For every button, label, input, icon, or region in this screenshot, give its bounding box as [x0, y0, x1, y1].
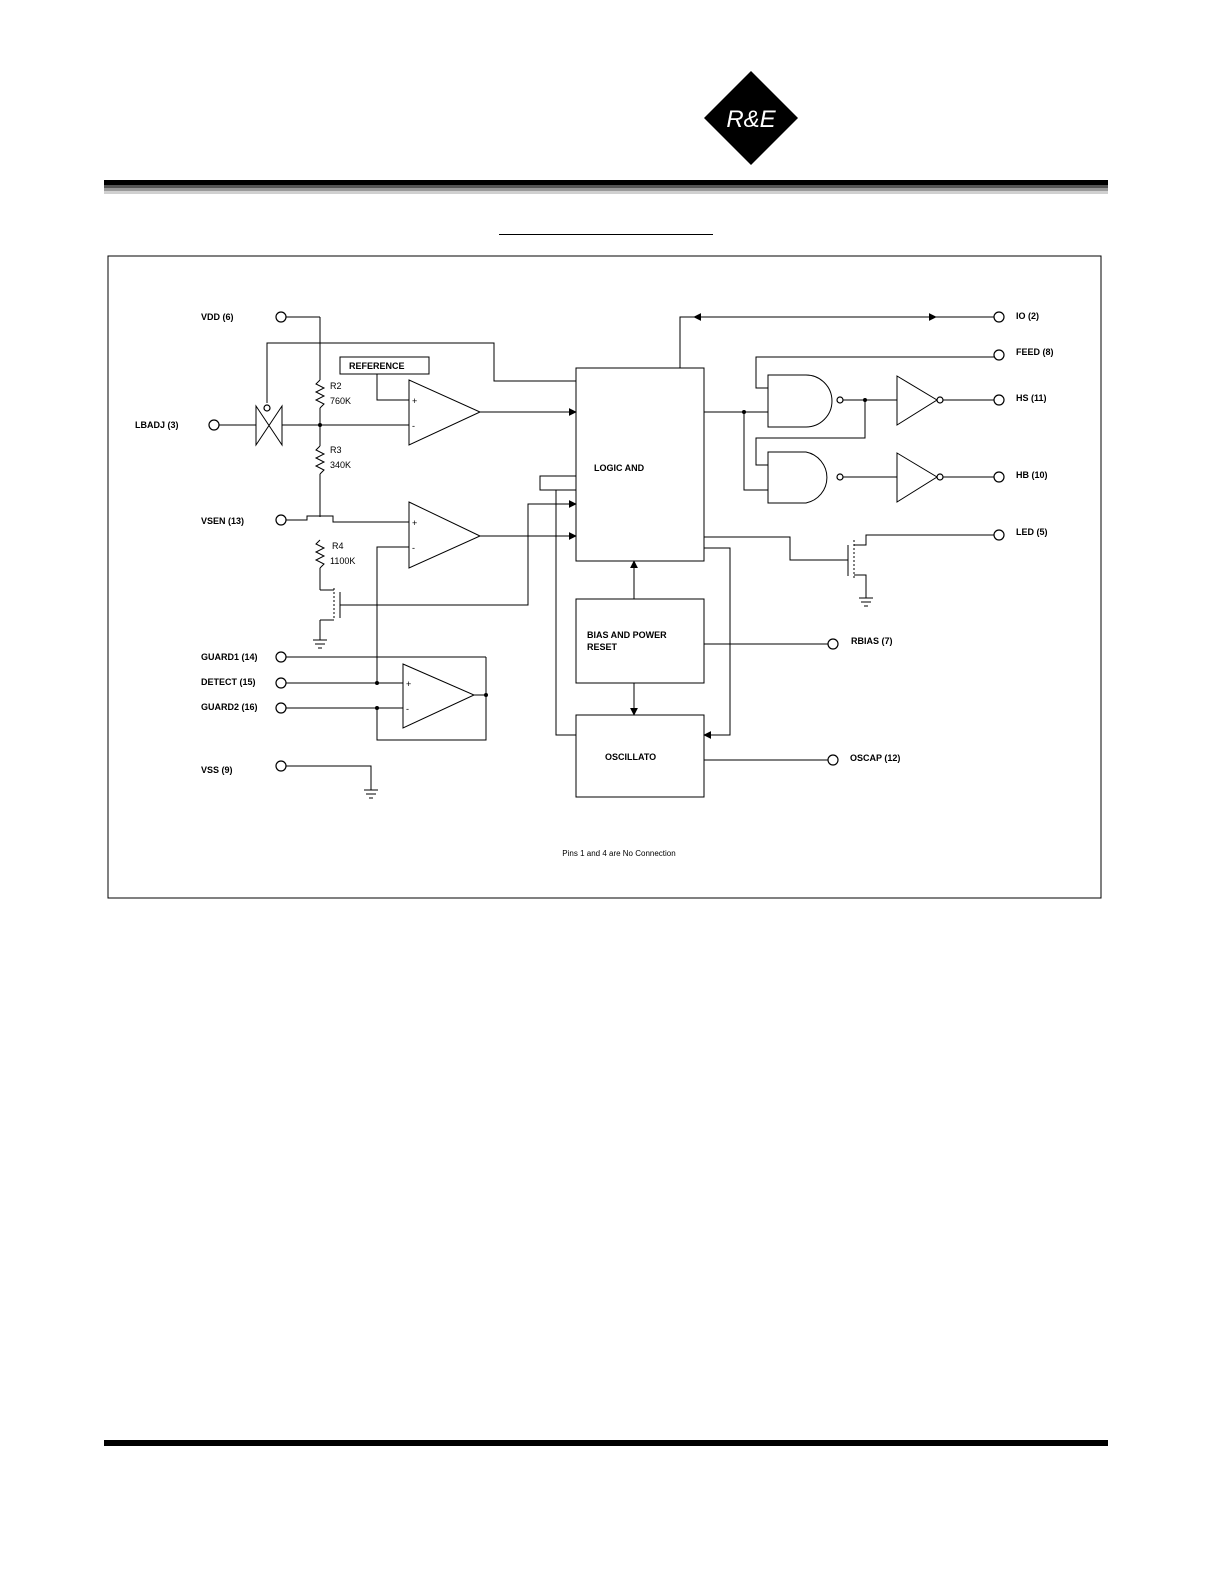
pin-hb-terminal — [993, 471, 1005, 483]
pin-label-detect: DETECT (15) — [201, 677, 256, 687]
pin-label-oscap: OSCAP (12) — [850, 753, 900, 763]
pin-label-rbias: RBIAS (7) — [851, 636, 893, 646]
pin-label-io: IO (2) — [1016, 311, 1039, 321]
resistor-r3-value: 340K — [330, 460, 351, 470]
title-underline — [499, 234, 713, 235]
pin-guard2-terminal — [275, 702, 287, 714]
resistor-r4-name: R4 — [332, 541, 344, 551]
pin-label-vdd: VDD (6) — [201, 312, 234, 322]
pin-label-feed: FEED (8) — [1016, 347, 1054, 357]
pin-label-led: LED (5) — [1016, 527, 1048, 537]
pin-detect-terminal — [275, 677, 287, 689]
no-connection-note: Pins 1 and 4 are No Connection — [562, 849, 675, 858]
pin-feed-terminal — [993, 349, 1005, 361]
bias-block-label-line1: BIAS AND POWER — [587, 630, 667, 640]
pin-label-vsen: VSEN (13) — [201, 516, 244, 526]
reference-block-label: REFERENCE — [349, 361, 405, 371]
logic-block-label: LOGIC AND — [594, 463, 645, 473]
pin-hs-terminal — [993, 394, 1005, 406]
pin-rbias-terminal — [827, 638, 839, 650]
pin-guard1-terminal — [275, 651, 287, 663]
pin-vss-terminal — [275, 760, 287, 772]
header-rule — [104, 180, 1108, 194]
comp2-plus: + — [412, 518, 417, 528]
pin-oscap-terminal — [827, 754, 839, 766]
pin-label-vss: VSS (9) — [201, 765, 233, 775]
oscillator-block-label: OSCILLATO — [605, 752, 656, 762]
comp3-minus: - — [406, 704, 409, 714]
resistor-r3-name: R3 — [330, 445, 342, 455]
comp2-minus: - — [412, 543, 415, 553]
pin-vsen-terminal — [275, 514, 287, 526]
comp1-minus: - — [412, 421, 415, 431]
comp1-plus: + — [412, 396, 417, 406]
diagram-frame — [107, 255, 1102, 899]
pin-led-terminal — [993, 529, 1005, 541]
pin-label-lbadj: LBADJ (3) — [135, 420, 179, 430]
footer-rule — [104, 1440, 1108, 1446]
pin-label-hs: HS (11) — [1016, 393, 1047, 403]
logo-text: R&E — [726, 106, 776, 133]
pin-label-guard2: GUARD2 (16) — [201, 702, 258, 712]
pin-label-hb: HB (10) — [1016, 470, 1048, 480]
pin-io-terminal — [993, 311, 1005, 323]
pin-vdd-terminal — [275, 311, 287, 323]
comp3-plus: + — [406, 679, 411, 689]
pin-label-guard1: GUARD1 (14) — [201, 652, 258, 662]
resistor-r4-value: 1100K — [330, 556, 355, 566]
company-logo: R&E — [704, 71, 798, 165]
pin-lbadj-terminal — [208, 419, 220, 431]
resistor-r2-name: R2 — [330, 381, 342, 391]
bias-block-label-line2: RESET — [587, 642, 618, 652]
resistor-r2-value: 760K — [330, 396, 351, 406]
